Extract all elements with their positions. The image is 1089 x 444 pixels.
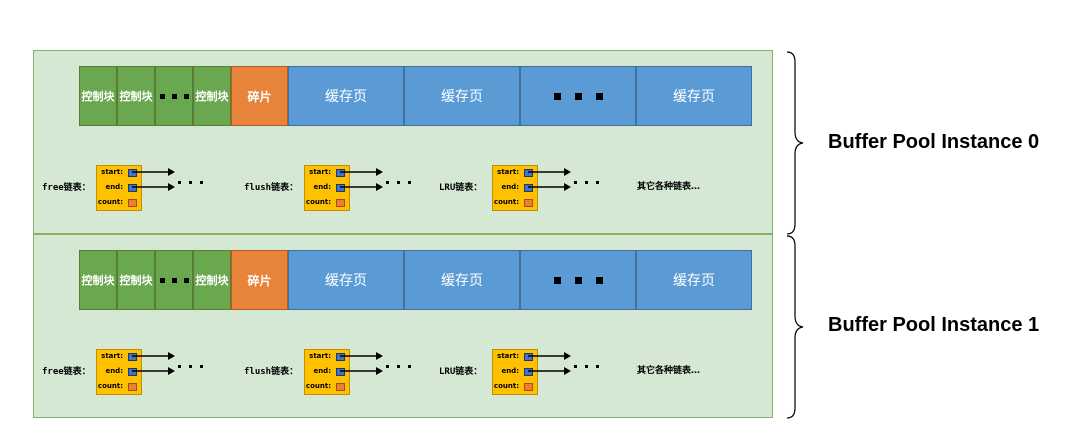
pointer-box (128, 184, 137, 192)
end-field: end: (501, 183, 519, 191)
flush-list-ellipsis (386, 181, 411, 184)
pointer-box (128, 353, 137, 361)
pointer-box (336, 169, 345, 177)
count-field: count: (305, 198, 331, 206)
start-field: start: (309, 168, 331, 176)
pointer-box (524, 368, 533, 376)
count-box (524, 199, 533, 207)
count-field: count: (305, 382, 331, 390)
pointer-box (128, 368, 137, 376)
start-field: start: (497, 168, 519, 176)
flush-list-label: flush链表： (244, 367, 299, 377)
free-list-label: free链表： (42, 367, 91, 377)
instance-0-label: Buffer Pool Instance 0 (828, 131, 1040, 153)
instance-1-brace (786, 235, 804, 419)
count-field: count: (493, 198, 519, 206)
cache-page: 缓存页 (404, 250, 520, 310)
cache-page: 缓存页 (404, 66, 520, 126)
pointer-box (524, 353, 533, 361)
control-block: 控制块 (117, 250, 155, 310)
cache-page-ellipsis (520, 250, 636, 310)
lru-list-ellipsis (574, 181, 599, 184)
cache-page-ellipsis (520, 66, 636, 126)
buffer-pool-instance-1: 控制块 控制块 控制块 碎片 缓存页 缓存页 缓存页 free链表： start… (33, 234, 773, 418)
count-field: count: (97, 382, 123, 390)
end-field: end: (105, 367, 123, 375)
start-field: start: (101, 168, 123, 176)
pointer-box (524, 169, 533, 177)
control-block-ellipsis (155, 66, 193, 126)
pointer-box (128, 169, 137, 177)
control-block-ellipsis (155, 250, 193, 310)
end-field: end: (313, 367, 331, 375)
count-field: count: (97, 198, 123, 206)
count-box (128, 383, 137, 391)
cache-page: 缓存页 (636, 250, 752, 310)
flush-list-ellipsis (386, 365, 411, 368)
free-list-label: free链表： (42, 183, 91, 193)
end-field: end: (105, 183, 123, 191)
fragment-block: 碎片 (231, 250, 288, 310)
start-field: start: (309, 352, 331, 360)
lru-list-ellipsis (574, 365, 599, 368)
pointer-box (524, 184, 533, 192)
lru-list-arrows (528, 352, 571, 375)
count-box (128, 199, 137, 207)
flush-list-arrows (340, 352, 383, 375)
free-list-ellipsis (178, 365, 203, 368)
memory-blocks-row: 控制块 控制块 控制块 碎片 缓存页 缓存页 缓存页 (79, 66, 752, 126)
cache-page: 缓存页 (636, 66, 752, 126)
pointer-box (336, 353, 345, 361)
count-field: count: (493, 382, 519, 390)
free-list-arrows (132, 352, 175, 375)
instance-0-brace (786, 51, 804, 235)
control-block: 控制块 (79, 66, 117, 126)
cache-page: 缓存页 (288, 250, 404, 310)
cache-page: 缓存页 (288, 66, 404, 126)
count-box (336, 383, 345, 391)
control-block: 控制块 (193, 66, 231, 126)
pointer-box (336, 184, 345, 192)
start-field: start: (497, 352, 519, 360)
free-list-arrows (132, 168, 175, 191)
count-box (336, 199, 345, 207)
fragment-block: 碎片 (231, 66, 288, 126)
other-lists-label: 其它各种链表… (637, 366, 701, 376)
lru-list-label: LRU链表： (439, 183, 483, 193)
flush-list-label: flush链表： (244, 183, 299, 193)
pointer-box (336, 368, 345, 376)
end-field: end: (501, 367, 519, 375)
count-box (524, 383, 533, 391)
lru-list-arrows (528, 168, 571, 191)
instance-1-label: Buffer Pool Instance 1 (828, 314, 1040, 336)
end-field: end: (313, 183, 331, 191)
control-block: 控制块 (117, 66, 155, 126)
other-lists-label: 其它各种链表… (637, 182, 701, 192)
control-block: 控制块 (79, 250, 117, 310)
buffer-pool-instance-0: 控制块 控制块 控制块 碎片 缓存页 缓存页 缓存页 free链表： start… (33, 50, 773, 234)
free-list-ellipsis (178, 181, 203, 184)
start-field: start: (101, 352, 123, 360)
flush-list-arrows (340, 168, 383, 191)
memory-blocks-row: 控制块 控制块 控制块 碎片 缓存页 缓存页 缓存页 (79, 250, 752, 310)
control-block: 控制块 (193, 250, 231, 310)
lru-list-label: LRU链表： (439, 367, 483, 377)
